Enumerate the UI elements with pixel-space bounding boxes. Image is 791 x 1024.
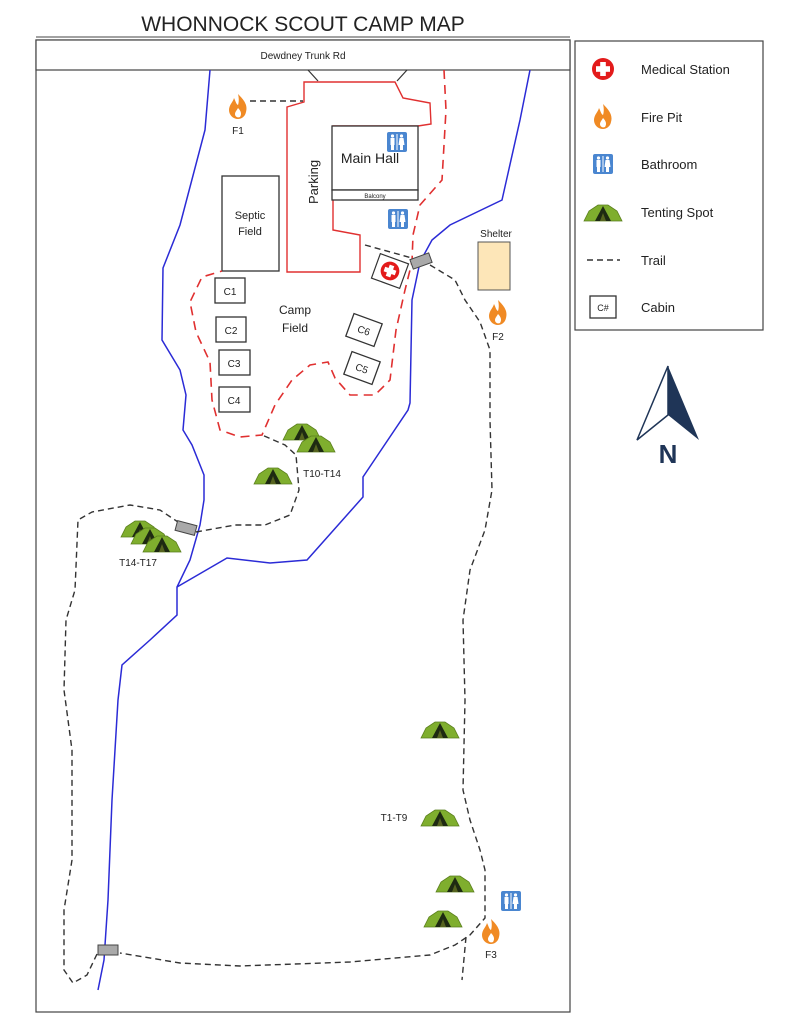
bathroom-icon (387, 132, 407, 152)
north-arrow-icon (636, 365, 699, 441)
medical-station (370, 252, 410, 290)
tent-group-label-t1-t9: T1-T9 (381, 813, 408, 824)
balcony-label: Balcony (364, 194, 385, 200)
bathroom-icon (593, 154, 613, 174)
legend (574, 40, 764, 331)
camp-field-label-1: Camp (279, 303, 311, 317)
cabin-c1: C1 (214, 277, 246, 304)
river-east-bank (176, 69, 531, 588)
fire-pit-label-f1: F1 (232, 126, 244, 137)
camp-field-trail (189, 69, 447, 438)
legend-label: Bathroom (641, 157, 697, 172)
cabin-c6: C6 (344, 312, 384, 348)
road (35, 39, 571, 71)
legend-label: Cabin (641, 300, 675, 315)
legend-label: Fire Pit (641, 110, 683, 125)
cabin-label: C4 (228, 396, 241, 407)
balcony (331, 189, 419, 201)
cabin-label: C5 (354, 362, 370, 377)
tent-group-label-t14-t17: T14-T17 (119, 558, 157, 569)
legend-label: Medical Station (641, 62, 730, 77)
fire-pit-label-f3: F3 (485, 950, 497, 961)
medical-icon (592, 58, 614, 80)
parking-label: Parking (306, 160, 321, 204)
cabin-icon-sample: C# (597, 303, 609, 313)
cabin-label: C6 (356, 324, 372, 339)
cabin-label: C1 (224, 287, 237, 298)
septic-field (221, 175, 280, 272)
road-label: Dewdney Trunk Rd (260, 51, 345, 62)
cabin-c3: C3 (218, 349, 251, 376)
bathroom-icon (501, 891, 521, 911)
shelter (477, 241, 511, 291)
shelter-label: Shelter (480, 229, 512, 240)
legend-label: Trail (641, 253, 666, 268)
cabin-label: C2 (225, 326, 238, 337)
river-west-bank (97, 69, 211, 991)
road-entrance-left (307, 69, 319, 82)
cabin-label: C3 (228, 359, 241, 370)
trail-west-loop (63, 434, 300, 984)
legend-label: Tenting Spot (641, 205, 714, 220)
trail-south-spur (461, 936, 467, 981)
bridge-south (97, 944, 119, 956)
cabin-icon (589, 295, 617, 319)
compass-north-label: N (659, 439, 678, 469)
main-hall-label: Main Hall (341, 150, 399, 166)
cabin-c5: C5 (342, 350, 382, 386)
fire-pit-label-f2: F2 (492, 332, 504, 343)
trail-east (119, 244, 493, 967)
septic-label-2: Field (238, 226, 262, 238)
septic-label-1: Septic (235, 210, 266, 222)
bathroom-icon (388, 209, 408, 229)
map-frame (35, 39, 571, 1013)
tent-group-label-t10-t14: T10-T14 (303, 469, 341, 480)
cabin-c4: C4 (218, 386, 251, 413)
camp-field-label-2: Field (282, 321, 308, 335)
cabin-c2: C2 (215, 316, 247, 343)
map-title: WHONNOCK SCOUT CAMP MAP (141, 13, 465, 36)
road-entrance-right (396, 69, 408, 82)
